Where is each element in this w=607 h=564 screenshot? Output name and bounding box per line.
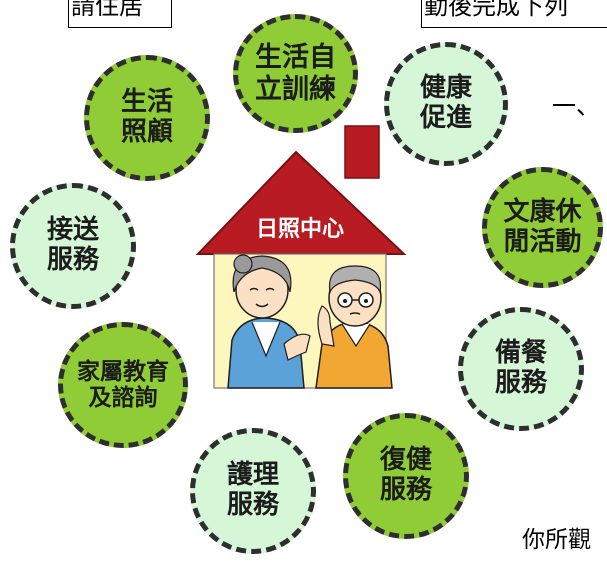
service-recreation-activities: 文康休 閒活動 [482,167,603,288]
service-meal-preparation: 備餐 服務 [458,307,584,431]
service-label-line: 服務 [226,490,279,520]
top-right-text: 勤後完成下列 [424,0,568,20]
service-label-line: 服務 [379,475,432,505]
service-label-line: 生活自 [255,42,336,74]
service-label-line: 立訓練 [255,73,336,105]
service-label-line: 備餐 [494,338,547,369]
service-label-line: 照顧 [120,117,173,147]
service-transport: 接送 服務 [10,183,136,309]
service-label-line: 復健 [379,445,432,476]
service-label-line: 服務 [46,245,99,275]
section-number-text: 一、 [552,92,600,120]
top-left-text: 請住居 [71,0,143,20]
service-label-line: 閒活動 [503,226,582,257]
bottom-right-text: 你所觀 [522,527,591,553]
top-right-text-box: 勤後完成下列 [421,0,607,28]
service-rehabilitation: 復健 服務 [343,413,469,539]
service-label-line: 促進 [419,103,472,133]
house-roof-label: 日照中心 [256,217,344,242]
service-label-line: 服務 [494,368,547,398]
service-label-line: 接送 [46,215,99,246]
service-label-line: 健康 [419,73,472,104]
service-label-line: 護理 [226,460,279,491]
service-label-line: 生活 [120,87,173,118]
service-life-skills-training: 生活自 立訓練 [233,14,358,133]
service-family-education-counseling: 家屬教育 及諮詢 [58,322,188,448]
service-label-line: 及諮詢 [88,385,158,411]
service-label-line: 文康休 [503,196,582,227]
elder-woman-figure [227,254,311,389]
service-label-line: 家屬教育 [77,358,169,385]
elder-man-figure [315,265,393,389]
house-chimney [344,125,380,179]
service-health-promotion: 健康 促進 [384,42,508,166]
service-nursing-care: 護理 服務 [190,428,316,554]
service-daily-life-care: 生活 照顧 [84,55,210,181]
top-left-text-box: 請住居 [68,0,172,28]
